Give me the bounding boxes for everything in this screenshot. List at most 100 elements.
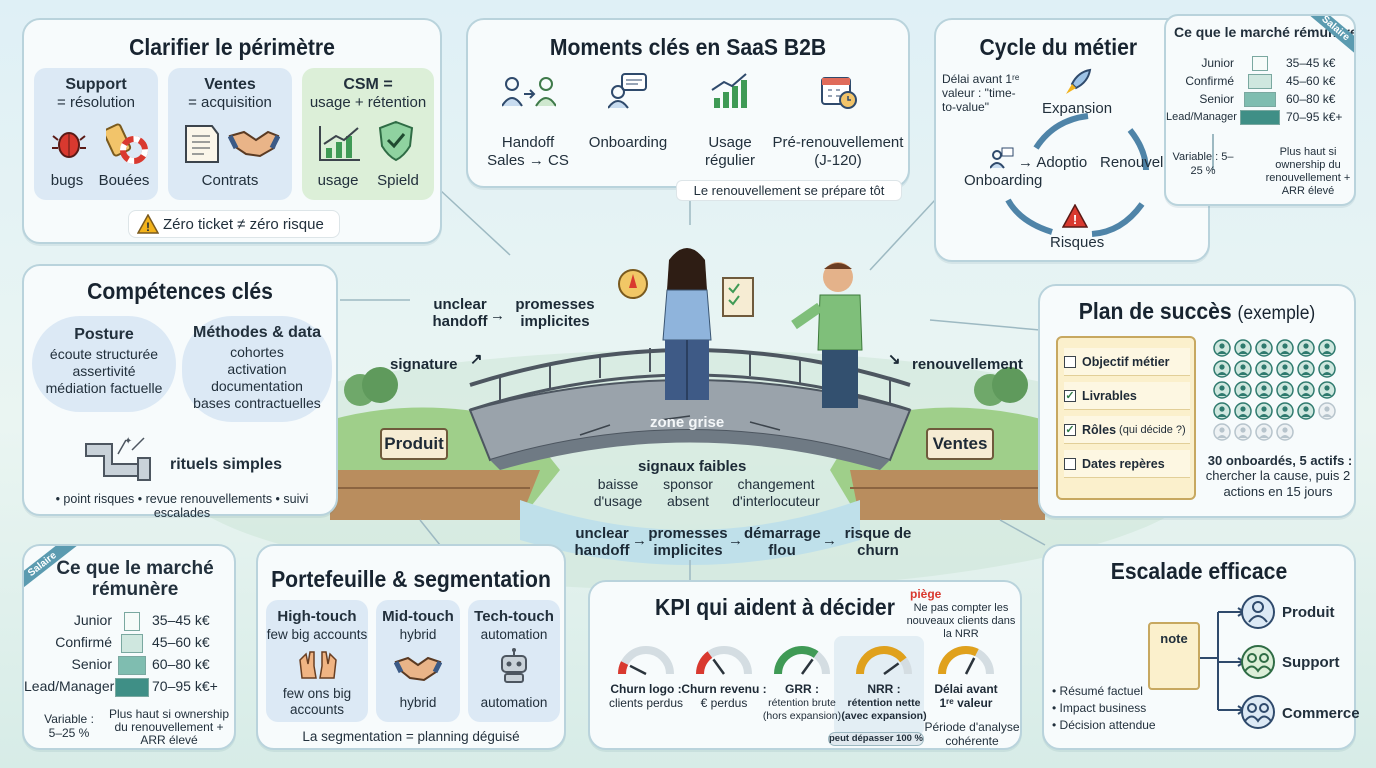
escalade-title: Escalade efficace xyxy=(1110,558,1288,584)
moments-note: Le renouvellement se prépare tôt xyxy=(676,180,902,201)
bug-icon xyxy=(52,126,86,160)
kpi-periode: Période d'analyse cohérente xyxy=(924,720,1020,748)
bridge-unclear-handoff-top: unclear handoff xyxy=(432,296,488,330)
salary-top-title: Ce que le marché rémunère xyxy=(1174,24,1356,40)
person-icon xyxy=(1213,360,1231,378)
escalade-target-support: Support xyxy=(1282,654,1340,671)
rocket-icon xyxy=(1064,66,1094,96)
kpi-gauge-label: Churn logo : xyxy=(610,682,682,696)
escalade-target-commerce: Commerce xyxy=(1282,705,1360,722)
checklist-label: Objectif métier xyxy=(1082,354,1170,369)
lifebuoy-icon xyxy=(106,122,148,164)
salary-bottom-range-2: 60–80 k€ xyxy=(152,656,210,672)
checkbox-empty-icon xyxy=(1064,457,1076,470)
csm-sub: usage + rétention xyxy=(309,94,427,111)
plan-panel: Plan de succès (exemple) Objectif métier… xyxy=(1038,284,1356,518)
plan-checklist: Objectif métier✓Livrables✓Rôles(qui déci… xyxy=(1064,348,1190,484)
mid-touch-head: Mid-touch xyxy=(382,608,454,625)
salary-bottom-level-0: Junior xyxy=(73,612,112,628)
high-touch-foot: few ons big accounts xyxy=(282,686,352,717)
ventes-card: Ventes = acquisition Contrats xyxy=(168,68,292,200)
kpi-gauge-label: Churn revenu : xyxy=(681,682,767,696)
escalade-note-label: note xyxy=(1160,631,1188,646)
arrow-icon: ↘ xyxy=(888,351,901,368)
person-icon xyxy=(1276,339,1294,357)
spield-label: Spield xyxy=(377,172,419,189)
salary-top-level-3: Lead/Manager xyxy=(1166,111,1237,123)
warning-text: Zéro ticket ≠ zéro risque xyxy=(163,216,324,233)
raised-hands-icon xyxy=(298,650,338,680)
arrow-icon: → xyxy=(632,532,647,549)
person-icon xyxy=(1234,339,1252,357)
salary-top-range-2: 60–80 k€ xyxy=(1286,92,1336,106)
cycle-expansion: Expansion xyxy=(1042,100,1113,117)
escalade-target-produit: Produit xyxy=(1282,604,1335,621)
gauge-icon xyxy=(774,646,830,675)
salary-bottom-step-3 xyxy=(115,678,149,697)
bridge-signature: signature xyxy=(390,356,458,373)
people-group-icon xyxy=(1240,594,1276,630)
warning-icon: ! xyxy=(137,214,159,234)
salary-bottom-range-1: 45–60 k€ xyxy=(152,634,210,650)
high-touch-card: High-touch few big accounts few ons big … xyxy=(266,600,368,722)
bouees-label: Bouées xyxy=(98,172,150,189)
salary-bottom-variable: Variable : 5–25 % xyxy=(44,712,94,740)
signaux-faibles-label: signaux faibles xyxy=(638,458,747,475)
svg-text:!: ! xyxy=(146,220,150,234)
svg-text:✦: ✦ xyxy=(124,436,132,447)
checklist-label: Dates repères xyxy=(1082,456,1165,471)
chain-step-4: risque de churn xyxy=(844,525,912,559)
salary-top-level-1: Confirmé xyxy=(1185,74,1234,88)
salary-bottom-step-1 xyxy=(121,634,143,653)
person-icon xyxy=(1234,360,1252,378)
salary-bottom-step-2 xyxy=(118,656,146,675)
kpi-gauge-desc: rétention brute (hors expansion) xyxy=(762,697,842,722)
svg-text:!: ! xyxy=(1073,212,1077,227)
checklist-item: ✓Rôles(qui décide ?) xyxy=(1064,416,1190,444)
signal-baisse-usage: baisse d'usage xyxy=(593,476,643,509)
kpi-gauge: GRR :rétention brute (hors expansion) xyxy=(760,638,844,738)
onboarded-people-grid xyxy=(1213,339,1336,441)
escalade-note-card: note xyxy=(1148,622,1200,690)
person-icon xyxy=(1234,423,1252,441)
competences-panel: Compétences clés Posture écoute structur… xyxy=(22,264,338,520)
rituels-list: • point risques • revue renouvellements … xyxy=(55,492,309,520)
warning-callout: ! Zéro ticket ≠ zéro risque xyxy=(128,210,340,238)
person-icon xyxy=(1213,339,1231,357)
gauge-icon xyxy=(617,646,674,676)
handoff-people-icon xyxy=(502,76,556,110)
person-icon xyxy=(1318,339,1336,357)
portefeuille-note: La segmentation = planning déguisé xyxy=(302,729,520,744)
warning-icon: ! xyxy=(1062,204,1088,228)
people-group-icon xyxy=(1240,644,1276,680)
salary-top-note: Plus haut si ownership du renouvellement… xyxy=(1265,146,1351,197)
person-icon xyxy=(1318,381,1336,399)
person-icon xyxy=(1276,381,1294,399)
escalade-item-2: • Décision attendue xyxy=(1052,718,1156,732)
contract-icon xyxy=(182,122,222,166)
gauge-icon xyxy=(696,646,752,675)
person-icon xyxy=(1213,381,1231,399)
salary-bottom-panel: Salaire Ce que le marché rémunère Junior… xyxy=(22,544,236,750)
plan-note: chercher la cause, puis 2 actions en 15 … xyxy=(1205,468,1351,499)
arrow-icon: → xyxy=(822,532,837,549)
person-icon xyxy=(990,146,1014,170)
kpi-gauge: NRR :rétention nette (avec expansion) xyxy=(841,638,927,738)
tech-touch-foot: automation xyxy=(480,695,548,710)
salary-top-variable: Variable : 5–25 % xyxy=(1172,151,1234,177)
person-icon xyxy=(1297,381,1315,399)
salary-top-step-3 xyxy=(1240,110,1280,125)
portefeuille-title: Portefeuille & segmentation xyxy=(271,566,551,592)
checklist-item: Objectif métier xyxy=(1064,348,1190,376)
person-icon xyxy=(1297,402,1315,420)
onboarding-chat-icon xyxy=(608,72,648,110)
chain-step-2: promesses implicites xyxy=(648,525,728,559)
methodes-head: Méthodes & data xyxy=(192,324,321,341)
shield-check-icon xyxy=(378,120,414,162)
